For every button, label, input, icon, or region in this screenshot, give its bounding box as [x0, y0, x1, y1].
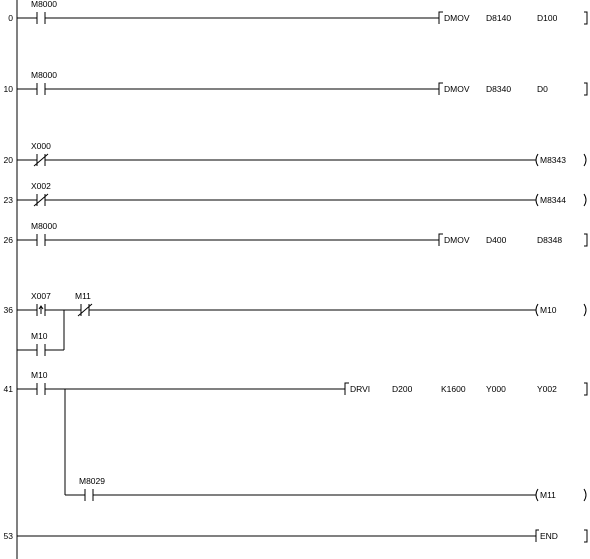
bracket-left [438, 11, 443, 24]
instruction-box[interactable]: DMOV D8140 D100 [438, 11, 588, 25]
instruction-mnemonic: DMOV [444, 235, 470, 245]
instruction-box[interactable]: DRVI D200 K1600 Y000 Y002 [344, 382, 588, 396]
contact-label: X000 [31, 141, 51, 151]
contact-label: M8000 [31, 70, 57, 80]
coil-right-arc [583, 303, 587, 317]
instruction-mnemonic: DMOV [444, 13, 470, 23]
coil-left-arc [535, 153, 539, 167]
step-number: 41 [4, 384, 14, 394]
coil-label: M11 [540, 490, 556, 500]
bracket-left [438, 82, 443, 95]
coil-right-arc [583, 488, 587, 502]
output-coil[interactable]: M8344 [535, 193, 587, 207]
coil-label: M10 [540, 305, 557, 315]
bracket-right [584, 382, 588, 396]
step-number: 23 [4, 195, 14, 205]
bracket-right [584, 82, 588, 96]
bracket-left [535, 529, 539, 542]
bracket-left [344, 382, 349, 395]
end-instruction[interactable]: END [535, 529, 588, 543]
pulse-contact[interactable]: X007 [31, 291, 51, 316]
coil-label: M8344 [540, 195, 566, 205]
instruction-operand: Y002 [537, 384, 557, 394]
output-coil[interactable]: M11 [535, 488, 587, 502]
instruction-box[interactable]: DMOV D8340 D0 [438, 82, 588, 96]
pulse-arrow-head [38, 305, 44, 310]
no-contact[interactable]: M8029 [79, 476, 105, 501]
end-label: END [540, 531, 558, 541]
nc-slash [77, 303, 93, 317]
nc-contact[interactable]: M11 [75, 291, 93, 317]
instruction-operand: D8348 [537, 235, 562, 245]
step-number: 10 [4, 84, 14, 94]
contact-label: M8000 [31, 221, 57, 231]
rung-53: 53 END [4, 529, 588, 543]
instruction-operand: D400 [486, 235, 507, 245]
bracket-right [584, 11, 588, 25]
coil-left-arc [535, 488, 539, 502]
output-coil[interactable]: M8343 [535, 153, 587, 167]
step-number: 53 [4, 531, 14, 541]
contact-label: M10 [31, 370, 48, 380]
no-contact[interactable]: M8000 [31, 221, 57, 246]
no-contact[interactable]: M8000 [31, 0, 57, 24]
coil-label: M8343 [540, 155, 566, 165]
instruction-box[interactable]: DMOV D400 D8348 [438, 233, 588, 247]
instruction-operand: D8140 [486, 13, 511, 23]
coil-right-arc [583, 153, 587, 167]
instruction-operand: D8340 [486, 84, 511, 94]
instruction-operand: D100 [537, 13, 558, 23]
contact-label: M8029 [79, 476, 105, 486]
no-contact[interactable]: M8000 [31, 70, 57, 95]
instruction-mnemonic: DMOV [444, 84, 470, 94]
bracket-right [584, 529, 588, 543]
instruction-operand: K1600 [441, 384, 466, 394]
nc-slash [33, 193, 49, 207]
instruction-mnemonic: DRVI [350, 384, 370, 394]
output-coil[interactable]: M10 [535, 303, 587, 317]
contact-label: X002 [31, 181, 51, 191]
instruction-operand: Y000 [486, 384, 506, 394]
coil-right-arc [583, 193, 587, 207]
instruction-operand: D200 [392, 384, 413, 394]
step-number: 26 [4, 235, 14, 245]
nc-slash [33, 153, 49, 167]
coil-left-arc [535, 193, 539, 207]
step-number: 36 [4, 305, 14, 315]
contact-label: M10 [31, 331, 48, 341]
no-contact[interactable]: M10 [31, 331, 48, 356]
nc-contact[interactable]: X002 [31, 181, 51, 207]
nc-contact[interactable]: X000 [31, 141, 51, 167]
step-number: 0 [8, 13, 13, 23]
contact-label: X007 [31, 291, 51, 301]
no-contact[interactable]: M10 [31, 370, 48, 395]
bracket-right [584, 233, 588, 247]
bracket-left [438, 233, 443, 246]
step-number: 20 [4, 155, 14, 165]
coil-left-arc [535, 303, 539, 317]
contact-label: M8000 [31, 0, 57, 9]
contact-label: M11 [75, 291, 91, 301]
instruction-operand: D0 [537, 84, 548, 94]
